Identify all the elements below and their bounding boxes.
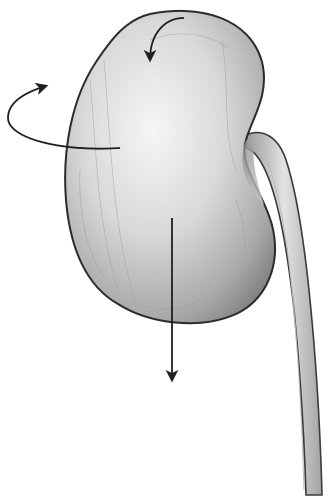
kidney <box>65 11 275 323</box>
